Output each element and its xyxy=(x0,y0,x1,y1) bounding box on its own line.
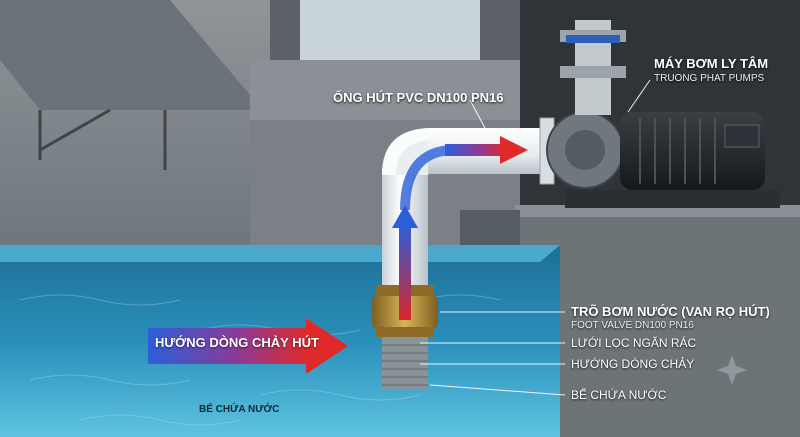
ceiling-beam xyxy=(250,60,550,120)
skylight xyxy=(300,0,480,60)
walkway xyxy=(0,0,250,110)
foot-valve-spec: FOOT VALVE DN100 PN16 xyxy=(571,320,694,331)
strainer-label: LƯỚI LỌC NGĂN RÁC xyxy=(571,336,697,350)
pump-title: MÁY BƠM LY TÂM xyxy=(654,56,769,71)
pump-motor xyxy=(620,112,765,190)
pump-platform xyxy=(515,210,800,437)
up-flow-arrow xyxy=(399,225,411,320)
tank-label-bottom: BỂ CHỨA NƯỚC xyxy=(199,404,280,415)
pump-brand: TRUONG PHAT PUMPS xyxy=(654,73,765,84)
strainer xyxy=(382,337,428,389)
tank-label-right: BỂ CHỨA NƯỚC xyxy=(571,388,667,402)
flow-direction-label: HƯỚNG DÒNG CHẢY xyxy=(571,357,695,371)
suction-flow-arrow xyxy=(148,328,308,364)
pipe-flow-arrow-head xyxy=(500,136,528,164)
sparkle-icon xyxy=(717,355,747,385)
foot-valve-title: TRÕ BƠM NƯỚC (VAN RỌ HÚT) xyxy=(571,304,770,319)
pump-base xyxy=(565,190,780,208)
suction-flow-label: HƯỚNG DÒNG CHẢY HÚT xyxy=(155,335,319,350)
suction-pipe-label: ỐNG HÚT PVC DN100 PN16 xyxy=(333,90,504,105)
